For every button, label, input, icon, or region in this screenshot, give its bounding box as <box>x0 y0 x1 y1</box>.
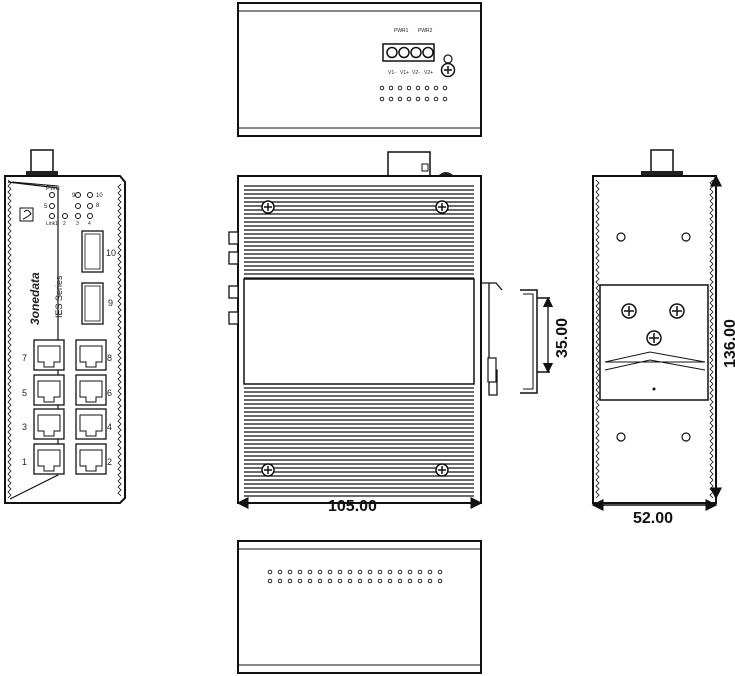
bottom-view <box>237 540 482 674</box>
rear-view: 136.00 52.00 <box>591 149 735 527</box>
din-rail-profile: 35.00 <box>520 289 571 394</box>
screw-icon <box>669 303 685 319</box>
pwr1-label: PWR1 <box>394 28 409 34</box>
brand-label: 3onedata <box>28 272 42 325</box>
terminal-label: V1- <box>388 70 396 76</box>
port-label: 8 <box>107 353 112 363</box>
port-label: 1 <box>22 457 27 467</box>
port-label: 4 <box>107 422 112 432</box>
link-led-label: Link1 <box>46 221 58 227</box>
logo-icon <box>19 207 34 222</box>
heat-sink-fins <box>244 185 474 497</box>
pwr-led-label: PWR <box>46 186 61 192</box>
screw-icon <box>621 303 637 319</box>
ground-screw-icon <box>440 54 456 78</box>
status-leds <box>49 192 93 219</box>
rail-dimension: 35.00 <box>554 318 571 358</box>
ethernet-ports <box>33 339 107 475</box>
port-label: 7 <box>22 353 27 363</box>
port-label: 10 <box>106 248 116 258</box>
ground-screw-icon <box>26 149 58 176</box>
led-label: 3 <box>76 221 79 227</box>
fiber-port <box>81 230 104 273</box>
led-label: 10 <box>96 193 103 199</box>
terminal-plug <box>387 151 431 177</box>
screw-icon <box>435 463 449 477</box>
ethernet-port <box>33 339 65 371</box>
screw-icon <box>261 463 275 477</box>
led-label: 2 <box>63 221 66 227</box>
vent-holes <box>267 569 443 584</box>
port-label: 6 <box>107 388 112 398</box>
side-ridges <box>7 179 122 499</box>
screw-icon <box>261 200 275 214</box>
ethernet-port <box>33 374 65 406</box>
height-dimension: 136.00 <box>722 319 735 368</box>
series-label: IES Series <box>54 275 64 318</box>
led-label: 5 <box>44 204 48 210</box>
screw-icon <box>646 330 662 346</box>
fiber-port <box>81 282 104 325</box>
ethernet-port <box>75 408 107 440</box>
side-view: 105.00 <box>228 151 503 515</box>
vent-holes <box>379 85 448 102</box>
led-label: 9 <box>72 193 76 199</box>
power-terminal-block <box>382 43 435 62</box>
top-view: PWR1 PWR2 V1- V1+ V2- V2+ <box>237 2 482 137</box>
port-label: 2 <box>107 457 112 467</box>
led-label: 8 <box>96 203 100 209</box>
ethernet-port <box>75 339 107 371</box>
screw-icon <box>435 200 449 214</box>
ethernet-port <box>75 374 107 406</box>
port-label: 5 <box>22 388 27 398</box>
front-panel-view: 3onedata IES Series PWR 9 10 5 8 Link1 2… <box>4 149 126 504</box>
terminal-label: V2+ <box>424 70 433 76</box>
depth-dimension: 52.00 <box>633 510 673 527</box>
ethernet-port <box>33 408 65 440</box>
ethernet-port <box>75 443 107 475</box>
terminal-label: V1+ <box>400 70 409 76</box>
pwr2-label: PWR2 <box>418 28 433 34</box>
led-label: 4 <box>88 221 91 227</box>
terminal-label: V2- <box>412 70 420 76</box>
port-label: 3 <box>22 422 27 432</box>
port-label: 9 <box>108 298 113 308</box>
ground-screw-icon <box>641 149 683 176</box>
ethernet-port <box>33 443 65 475</box>
width-dimension: 105.00 <box>328 498 377 515</box>
